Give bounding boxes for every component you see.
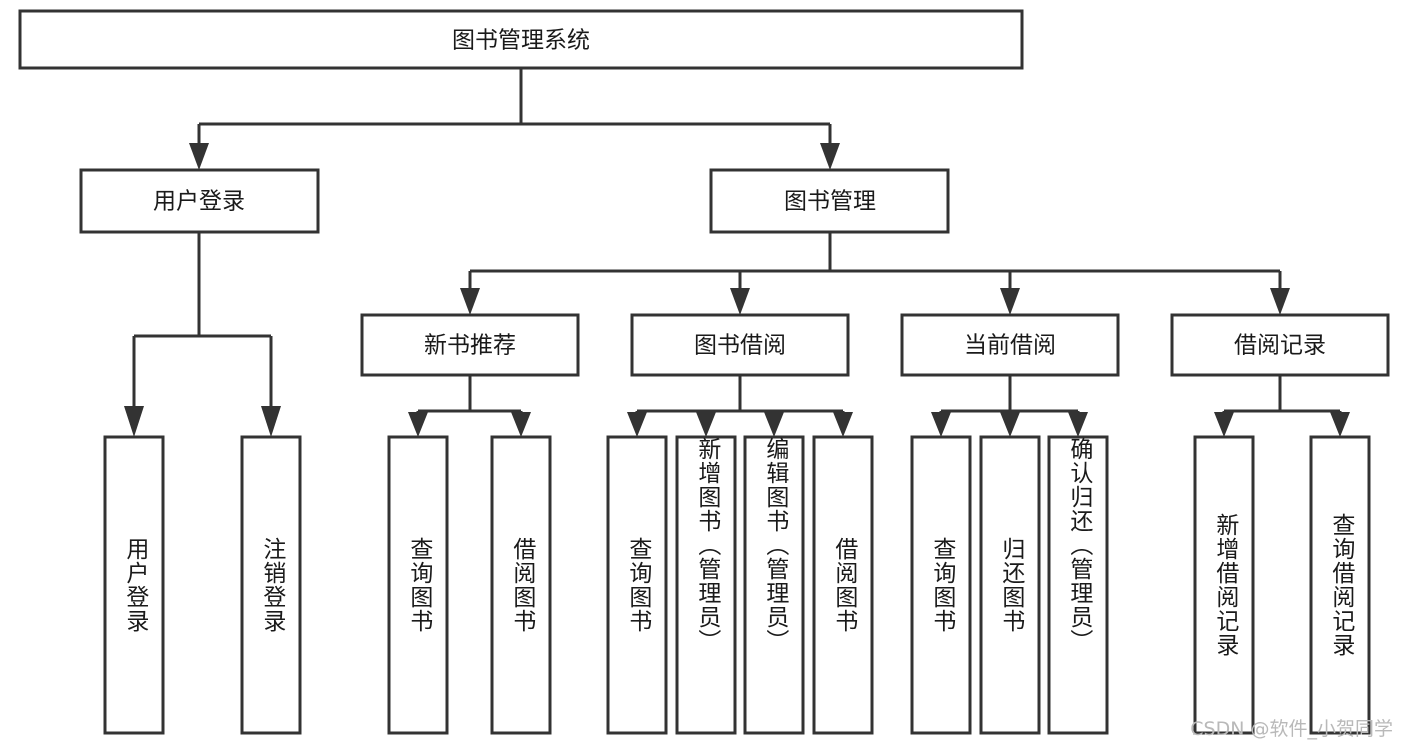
connector-group-user-login bbox=[124, 232, 281, 437]
node-current-borrow[interactable]: 当前借阅 bbox=[900, 313, 1120, 377]
arrow-head-leaf-borrow-add bbox=[696, 412, 716, 437]
arrow-head-leaf-cur-query bbox=[931, 412, 951, 437]
connector-group-new-book-rec bbox=[408, 375, 531, 437]
arrow-head-leaf-rec-add bbox=[1214, 412, 1234, 437]
leaf-rec-query-box[interactable] bbox=[387, 435, 449, 735]
node-book-borrow-label: 图书借阅 bbox=[694, 333, 786, 359]
arrow-head-leaf-rec-query bbox=[408, 412, 428, 437]
leaf-cur-confirm-box[interactable] bbox=[1047, 435, 1109, 735]
connector-group-current-borrow bbox=[931, 375, 1088, 437]
arrow-head-book-borrow bbox=[730, 288, 750, 315]
arrow-head-borrow-record bbox=[1270, 288, 1290, 315]
leaf-user-login-box[interactable] bbox=[103, 435, 165, 735]
node-root-label: 图书管理系统 bbox=[452, 28, 590, 54]
leaf-rec-borrow-box[interactable] bbox=[490, 435, 552, 735]
leaf-user-logout-box[interactable] bbox=[240, 435, 302, 735]
leaf-borrow-query-box[interactable] bbox=[606, 435, 668, 735]
leaf-rec-query2-box[interactable] bbox=[1309, 435, 1371, 735]
arrow-head-leaf-borrow-lend bbox=[833, 412, 853, 437]
arrow-head-leaf-borrow-query bbox=[627, 412, 647, 437]
arrow-head-leaf-rec-borrow bbox=[511, 412, 531, 437]
node-book-manage[interactable]: 图书管理 bbox=[709, 168, 950, 234]
arrow-head-leaf-rec-query2 bbox=[1330, 412, 1350, 437]
node-current-borrow-label: 当前借阅 bbox=[964, 333, 1056, 359]
leaf-rec-add-box[interactable] bbox=[1193, 435, 1255, 735]
connector-group-book-manage bbox=[460, 232, 1290, 315]
node-book-manage-box[interactable] bbox=[709, 168, 950, 234]
arrow-head-user-login bbox=[189, 143, 209, 170]
arrow-head-leaf-cur-confirm bbox=[1068, 412, 1088, 437]
arrow-head-current-borrow bbox=[1000, 288, 1020, 315]
node-book-borrow[interactable]: 图书借阅 bbox=[630, 313, 850, 377]
leaf-cur-query-box[interactable] bbox=[910, 435, 972, 735]
node-new-book-rec[interactable]: 新书推荐 bbox=[360, 313, 580, 377]
node-borrow-record-label: 借阅记录 bbox=[1234, 333, 1326, 359]
leaf-borrow-lend-box[interactable] bbox=[812, 435, 874, 735]
node-borrow-record-box[interactable] bbox=[1170, 313, 1390, 377]
arrow-head-leaf-borrow-edit bbox=[764, 412, 784, 437]
node-root[interactable]: 图书管理系统 bbox=[18, 9, 1024, 70]
connector-group-borrow-record bbox=[1214, 375, 1350, 437]
node-book-manage-label: 图书管理 bbox=[784, 189, 876, 215]
leaf-borrow-add-box[interactable] bbox=[675, 435, 737, 735]
arrow-head-new-book-rec bbox=[460, 288, 480, 315]
leaf-cur-return-box[interactable] bbox=[979, 435, 1041, 735]
node-user-login[interactable]: 用户登录 bbox=[79, 168, 320, 234]
node-user-login-box[interactable] bbox=[79, 168, 320, 234]
arrow-head-leaf-user-login bbox=[124, 406, 144, 437]
leaf-borrow-edit-box[interactable] bbox=[743, 435, 805, 735]
arrow-head-leaf-user-logout bbox=[261, 406, 281, 437]
arrow-head-book-manage bbox=[820, 143, 840, 170]
leaf-boxes bbox=[103, 435, 1371, 735]
connector-group-book-borrow bbox=[627, 375, 853, 437]
node-user-login-label: 用户登录 bbox=[153, 189, 245, 215]
node-book-borrow-box[interactable] bbox=[630, 313, 850, 377]
node-new-book-rec-box[interactable] bbox=[360, 313, 580, 377]
arrow-head-leaf-cur-return bbox=[1000, 412, 1020, 437]
node-borrow-record[interactable]: 借阅记录 bbox=[1170, 313, 1390, 377]
node-current-borrow-box[interactable] bbox=[900, 313, 1120, 377]
connector-group-root bbox=[189, 68, 840, 170]
node-root-box[interactable] bbox=[18, 9, 1024, 70]
node-new-book-rec-label: 新书推荐 bbox=[424, 333, 516, 359]
